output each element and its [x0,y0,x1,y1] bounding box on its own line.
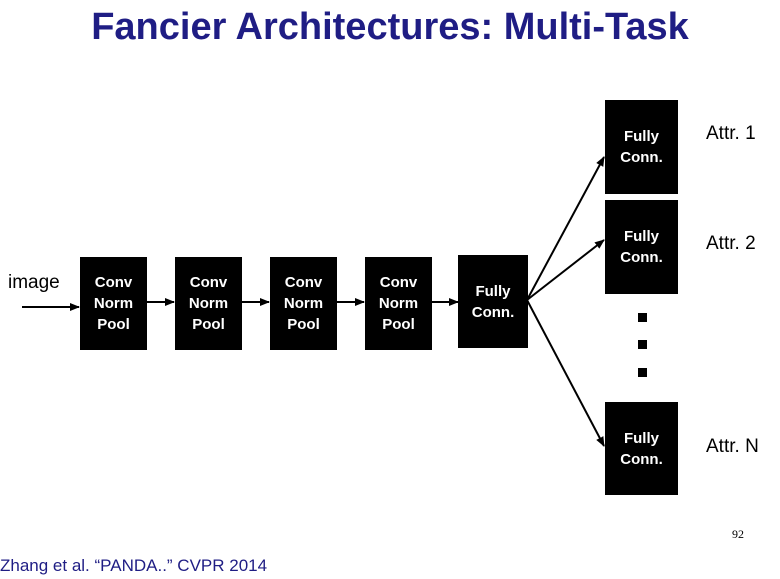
shared-fully-connected-block: Fully Conn. [458,255,528,348]
block-line: Conn. [620,450,663,468]
ellipsis-dot [638,340,647,349]
block-line: Norm [93,295,134,312]
block-line: Conv [379,274,418,291]
page-number: 92 [732,527,744,541]
ellipsis-dot [638,368,647,377]
block-line: Conv [284,274,323,291]
block-line: Conv [189,274,228,291]
head-fully-connected-block-1: Fully Conn. [605,100,678,194]
block-line: Fully [623,228,659,245]
block-line: Norm [188,295,229,312]
head-fully-connected-block-n: Fully Conn. [605,402,678,495]
block-line: Fully [475,282,511,300]
conv-norm-pool-block-1: Conv Norm Pool [80,257,147,350]
conv-norm-pool-block-2: Conv Norm Pool [175,257,242,350]
slide-title: Fancier Architectures: Multi-Task [91,6,689,48]
head-label-n: Attr. N [706,436,759,457]
block-line: Norm [283,295,324,312]
block-line: Conn. [620,249,663,266]
arrow-fc-headN [526,299,605,447]
arrow-fc-head2 [526,239,605,301]
arrow-fc-head1 [526,156,605,301]
block-line: Pool [192,316,225,333]
head-label-1: Attr. 1 [706,123,756,144]
block-line: Pool [382,316,415,333]
head-label-2: Attr. 2 [706,233,756,254]
input-image-label: image [8,272,60,293]
conv-norm-pool-block-4: Conv Norm Pool [365,257,432,350]
conv-norm-pool-block-3: Conv Norm Pool [270,257,337,350]
block-line: Pool [287,316,320,333]
block-line: Conn. [620,149,663,166]
block-line: Fully [623,128,659,145]
head-fully-connected-block-2: Fully Conn. [605,200,678,294]
block-line: Conn. [471,303,515,321]
ellipsis-dot [638,313,647,322]
block-line: Norm [378,295,419,312]
block-line: Fully [623,429,659,447]
block-line: Pool [97,316,130,333]
citation: Zhang et al. “PANDA..” CVPR 2014 [0,556,268,575]
block-line: Conv [94,274,133,291]
